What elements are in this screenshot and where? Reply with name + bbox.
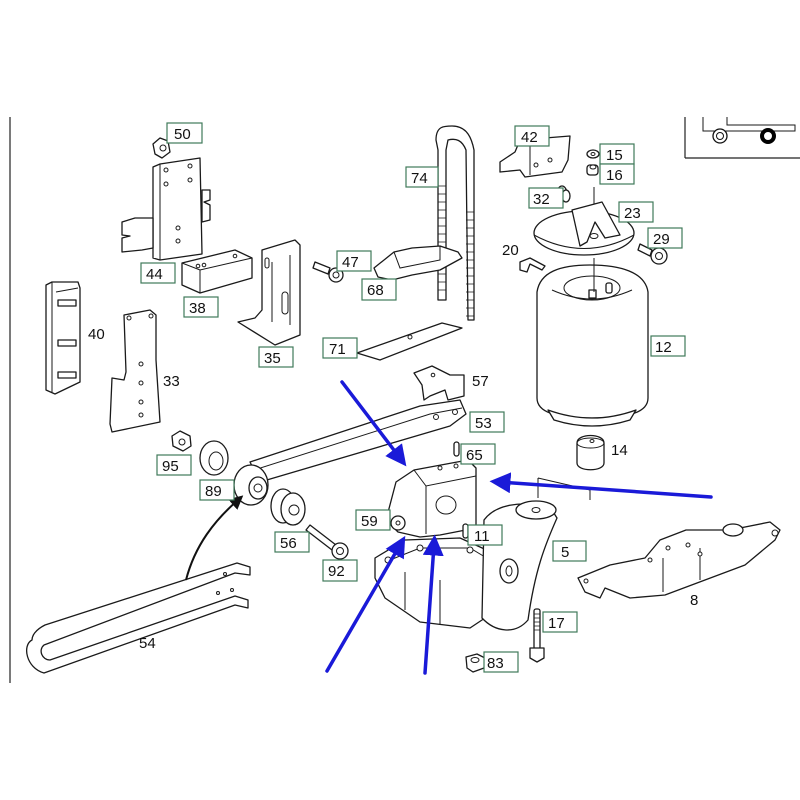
svg-text:35: 35	[264, 350, 281, 367]
svg-text:29: 29	[653, 231, 670, 248]
label-65[interactable]: 65	[460, 443, 496, 465]
label-71[interactable]: 71	[322, 337, 358, 359]
annotation-arrows	[325, 380, 713, 675]
label-40[interactable]: 40	[88, 326, 105, 343]
label-11[interactable]: 11	[467, 524, 503, 546]
svg-text:68: 68	[367, 282, 384, 299]
svg-text:65: 65	[466, 447, 483, 464]
svg-text:74: 74	[411, 170, 428, 187]
plain-labels: 40 33 20 57 14 8 54	[88, 242, 698, 652]
truck-axle-position-icon	[702, 117, 796, 144]
part-5-axle-housing[interactable]	[481, 500, 558, 631]
label-42[interactable]: 42	[514, 125, 550, 147]
part-68-saddle[interactable]	[373, 245, 463, 281]
label-83[interactable]: 83	[483, 651, 519, 673]
part-44-bracket[interactable]	[121, 157, 211, 261]
part-83-nut[interactable]	[465, 653, 486, 673]
label-95[interactable]: 95	[156, 454, 192, 476]
part-23-top-plate[interactable]	[533, 201, 635, 256]
blue-arrow-bottom-center	[422, 534, 444, 675]
label-56[interactable]: 56	[274, 531, 310, 553]
part-15-nut[interactable]	[586, 149, 600, 159]
svg-text:42: 42	[521, 129, 538, 146]
svg-text:83: 83	[487, 655, 504, 672]
label-54[interactable]: 54	[139, 635, 156, 652]
part-57-bracket[interactable]	[413, 365, 465, 401]
part-12-air-spring[interactable]	[536, 264, 649, 427]
svg-text:44: 44	[146, 266, 163, 283]
label-15[interactable]: 15	[599, 143, 635, 165]
diagram-frame	[9, 117, 800, 683]
part-33-bracket[interactable]	[109, 309, 161, 433]
label-8[interactable]: 8	[690, 592, 698, 609]
svg-text:92: 92	[328, 563, 345, 580]
label-44[interactable]: 44	[140, 262, 176, 284]
trailing-arm-eye	[233, 464, 269, 506]
part-11-pin[interactable]	[462, 523, 469, 539]
label-5[interactable]: 5	[552, 540, 587, 562]
label-89[interactable]: 89	[199, 479, 235, 501]
label-17[interactable]: 17	[542, 611, 578, 633]
svg-text:56: 56	[280, 535, 297, 552]
svg-text:15: 15	[606, 147, 623, 164]
svg-text:50: 50	[174, 126, 191, 143]
svg-text:32: 32	[533, 191, 550, 208]
label-74[interactable]: 74	[405, 166, 439, 188]
label-32[interactable]: 32	[528, 187, 564, 209]
label-53[interactable]: 53	[469, 411, 505, 433]
label-38[interactable]: 38	[183, 296, 219, 318]
label-16[interactable]: 16	[599, 163, 635, 185]
svg-text:5: 5	[561, 544, 569, 561]
part-92-bolt[interactable]	[305, 524, 349, 560]
label-59[interactable]: 59	[355, 509, 391, 531]
label-14[interactable]: 14	[611, 442, 628, 459]
part-89-bushing[interactable]	[199, 440, 229, 476]
part-8-cross-beam[interactable]	[577, 521, 781, 599]
svg-text:16: 16	[606, 167, 623, 184]
label-33[interactable]: 33	[163, 373, 180, 390]
svg-text:17: 17	[548, 615, 565, 632]
part-16-nut[interactable]	[586, 164, 599, 176]
svg-text:89: 89	[205, 483, 222, 500]
svg-text:38: 38	[189, 300, 206, 317]
boxed-labels: 50 44 38 35 74 47 68 42 15 16 32 23 29 1…	[140, 122, 686, 673]
pointer-arrow-54-to-eye	[185, 495, 244, 581]
part-74-u-bolt[interactable]	[435, 125, 475, 321]
label-92[interactable]: 92	[322, 559, 358, 582]
part-65-pin[interactable]	[453, 441, 460, 457]
part-14-bump-stop[interactable]	[576, 434, 605, 471]
svg-text:53: 53	[475, 415, 492, 432]
label-57[interactable]: 57	[472, 373, 489, 390]
part-50-nut[interactable]	[152, 137, 171, 159]
label-12[interactable]: 12	[650, 335, 686, 357]
label-20[interactable]: 20	[502, 242, 519, 259]
label-29[interactable]: 29	[647, 227, 683, 249]
label-50[interactable]: 50	[166, 122, 203, 144]
blue-arrow-bottom-left	[325, 535, 406, 673]
part-59-bracket[interactable]	[383, 459, 477, 538]
svg-text:23: 23	[624, 205, 641, 222]
part-35-hanger[interactable]	[237, 239, 301, 346]
svg-text:95: 95	[162, 458, 179, 475]
part-40-bracket[interactable]	[45, 281, 81, 395]
label-23[interactable]: 23	[618, 201, 654, 223]
svg-text:47: 47	[342, 254, 359, 271]
svg-text:71: 71	[329, 341, 346, 358]
svg-text:59: 59	[361, 513, 378, 530]
label-35[interactable]: 35	[258, 346, 294, 368]
blue-arrow-top	[340, 380, 407, 467]
part-20-clip[interactable]	[519, 257, 546, 273]
blue-arrow-right	[489, 472, 713, 499]
part-71-plate[interactable]	[356, 322, 463, 361]
svg-text:12: 12	[655, 339, 672, 356]
part-38-block[interactable]	[181, 249, 253, 294]
part-17-bolt[interactable]	[529, 608, 545, 663]
svg-text:11: 11	[474, 528, 490, 545]
label-68[interactable]: 68	[361, 278, 397, 301]
axle-seat-base	[374, 537, 501, 629]
part-95-nut[interactable]	[171, 430, 192, 452]
part-54-leaf-strap[interactable]	[26, 562, 251, 674]
label-47[interactable]: 47	[336, 250, 372, 272]
part-56-rubber-bushing[interactable]	[270, 488, 306, 526]
